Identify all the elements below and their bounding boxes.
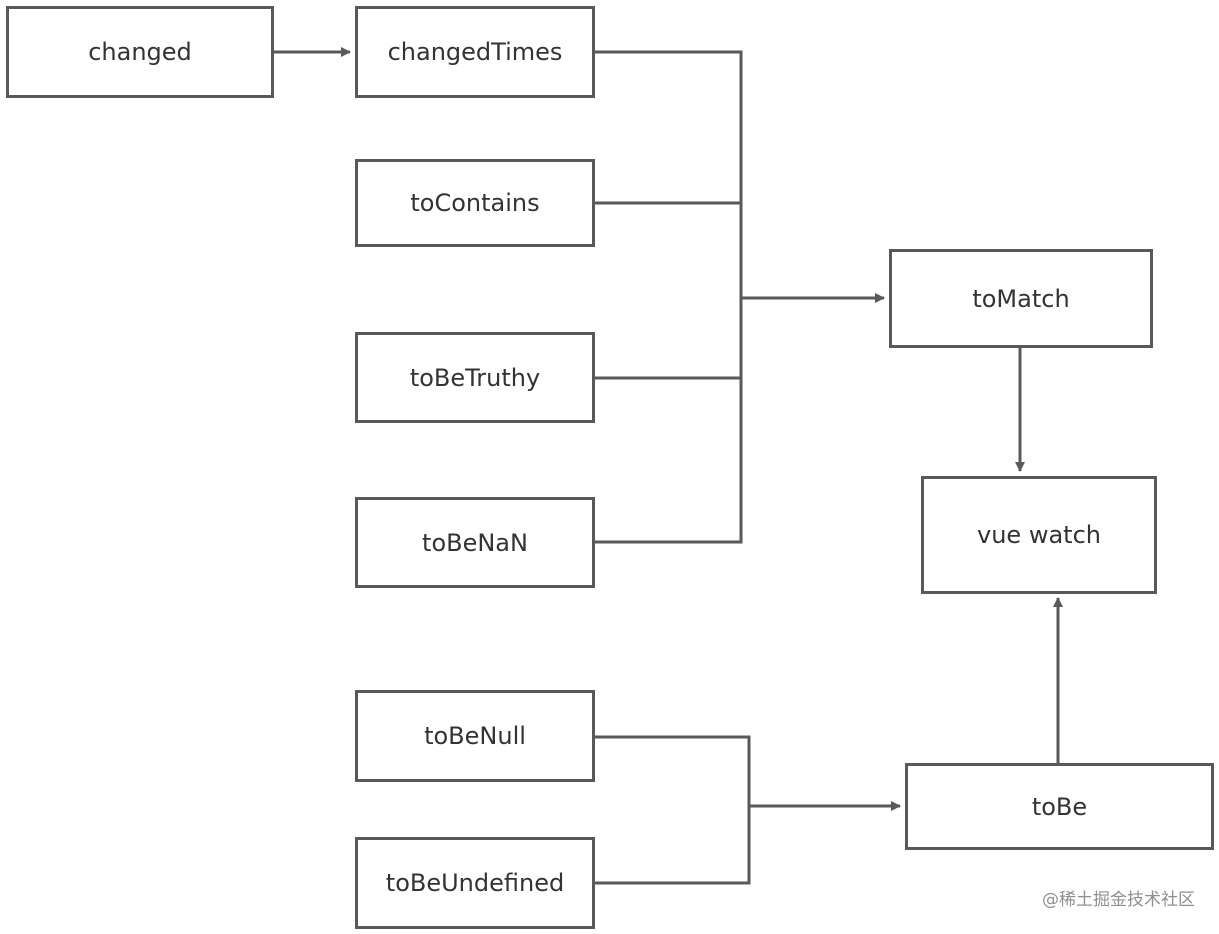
node-tobeundefined-label: toBeUndefined bbox=[385, 869, 565, 897]
node-tobeundefined: toBeUndefined bbox=[355, 837, 595, 929]
node-tomatch-label: toMatch bbox=[972, 284, 1070, 313]
node-tobe-label: toBe bbox=[1031, 792, 1088, 821]
node-changedtimes: changedTimes bbox=[355, 6, 595, 98]
node-tobenull: toBeNull bbox=[355, 690, 595, 782]
node-tobetruthy: toBeTruthy bbox=[355, 332, 595, 423]
node-changed: changed bbox=[6, 6, 274, 98]
node-tocontains: toContains bbox=[355, 159, 595, 247]
node-tocontains-label: toContains bbox=[410, 189, 540, 217]
edge-tobenull-to-bus bbox=[594, 735, 751, 806]
node-tobenull-label: toBeNull bbox=[424, 722, 526, 750]
edge-changedtimes-to-bus bbox=[594, 50, 743, 298]
node-vuewatch-label: vue watch bbox=[977, 521, 1101, 549]
edge-tobeundefined-to-bus bbox=[594, 806, 751, 885]
node-changed-label: changed bbox=[88, 38, 192, 66]
node-tomatch: toMatch bbox=[889, 249, 1153, 348]
node-tobe: toBe bbox=[905, 763, 1214, 850]
node-changedtimes-label: changedTimes bbox=[387, 38, 563, 66]
node-vuewatch: vue watch bbox=[921, 476, 1157, 594]
node-tobetruthy-label: toBeTruthy bbox=[409, 363, 541, 392]
edge-tobenan-to-bus bbox=[594, 298, 743, 544]
watermark-text: @稀土掘金技术社区 bbox=[1042, 890, 1195, 910]
node-tobenan: toBeNaN bbox=[355, 497, 595, 588]
node-tobenan-label: toBeNaN bbox=[422, 528, 528, 557]
